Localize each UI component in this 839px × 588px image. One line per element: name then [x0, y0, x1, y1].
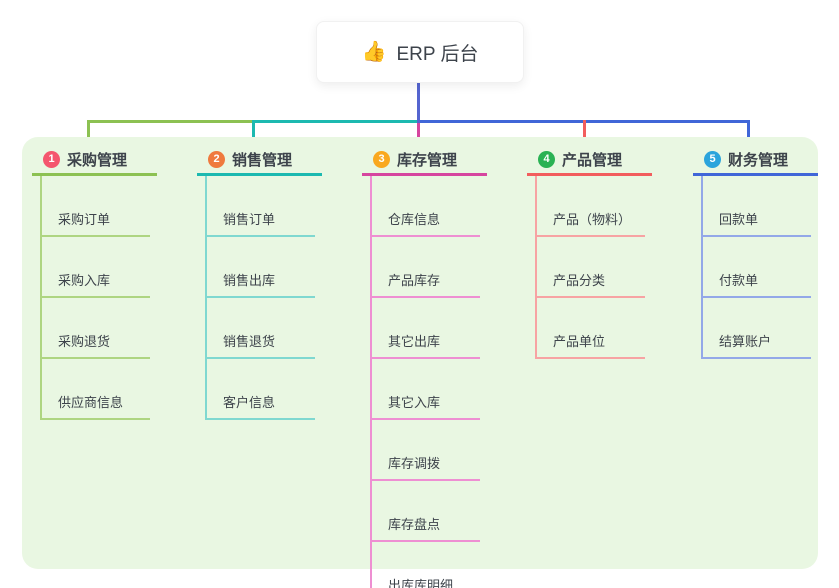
thumbs-up-icon: 👍 [361, 41, 387, 63]
node-stock-taking[interactable]: 库存盘点 [372, 481, 480, 542]
node-customer-info[interactable]: 客户信息 [207, 359, 315, 420]
branch-purchase-header[interactable]: 1 采购管理 [32, 146, 157, 176]
branch-purchase-number-badge: 1 [43, 151, 60, 168]
branch-inventory-header[interactable]: 3 库存管理 [362, 146, 487, 176]
connector-branch3-drop [417, 121, 420, 148]
connector-branch2-horizontal [252, 120, 420, 123]
branch-product-number-badge: 4 [538, 151, 555, 168]
node-product-material[interactable]: 产品（物料） [537, 176, 645, 237]
branch-finance-number-badge: 5 [704, 151, 721, 168]
node-other-inbound[interactable]: 其它入库 [372, 359, 480, 420]
branch-product-label: 产品管理 [562, 152, 623, 169]
branch-sales-label: 销售管理 [232, 152, 293, 169]
branch-finance-header[interactable]: 5 财务管理 [693, 146, 818, 176]
branch-purchase-label: 采购管理 [67, 152, 128, 169]
branch-inventory-label: 库存管理 [397, 152, 458, 169]
node-other-outbound[interactable]: 其它出库 [372, 298, 480, 359]
branch-finance-children: 回款单 付款单 结算账户 [701, 176, 823, 359]
branches-panel [22, 137, 818, 569]
node-purchase-inbound[interactable]: 采购入库 [42, 237, 150, 298]
node-product-stock[interactable]: 产品库存 [372, 237, 480, 298]
branch-sales-number-badge: 2 [208, 151, 225, 168]
node-supplier-info[interactable]: 供应商信息 [42, 359, 150, 420]
connector-branch5-drop [747, 120, 750, 147]
node-sales-order[interactable]: 销售订单 [207, 176, 315, 237]
connector-branch2-drop [252, 120, 255, 147]
node-purchase-return[interactable]: 采购退货 [42, 298, 150, 359]
connector-root-stem [417, 83, 420, 123]
branch-inventory: 3 库存管理 仓库信息 产品库存 其它出库 其它入库 库存调拨 库存盘点 出库库… [362, 146, 492, 588]
node-sales-return[interactable]: 销售退货 [207, 298, 315, 359]
branch-purchase: 1 采购管理 采购订单 采购入库 采购退货 供应商信息 [32, 146, 162, 420]
branch-sales-header[interactable]: 2 销售管理 [197, 146, 322, 176]
node-outbound-detail[interactable]: 出库库明细 [372, 542, 480, 588]
branch-sales-children: 销售订单 销售出库 销售退货 客户信息 [205, 176, 327, 420]
node-purchase-order[interactable]: 采购订单 [42, 176, 150, 237]
root-node[interactable]: 👍 ERP 后台 [316, 21, 524, 83]
branch-finance: 5 财务管理 回款单 付款单 结算账户 [693, 146, 823, 359]
node-warehouse-info[interactable]: 仓库信息 [372, 176, 480, 237]
branch-sales: 2 销售管理 销售订单 销售出库 销售退货 客户信息 [197, 146, 327, 420]
branch-product-header[interactable]: 4 产品管理 [527, 146, 652, 176]
branch-finance-label: 财务管理 [728, 152, 789, 169]
branch-product-children: 产品（物料） 产品分类 产品单位 [535, 176, 657, 359]
node-payment-bill[interactable]: 付款单 [703, 237, 811, 298]
node-receipt-bill[interactable]: 回款单 [703, 176, 811, 237]
node-product-category[interactable]: 产品分类 [537, 237, 645, 298]
branch-purchase-children: 采购订单 采购入库 采购退货 供应商信息 [40, 176, 162, 420]
node-product-unit[interactable]: 产品单位 [537, 298, 645, 359]
connector-branch1-drop [87, 120, 90, 147]
node-settlement-account[interactable]: 结算账户 [703, 298, 811, 359]
node-sales-outbound[interactable]: 销售出库 [207, 237, 315, 298]
root-node-label: ERP 后台 [396, 43, 479, 65]
node-stock-transfer[interactable]: 库存调拨 [372, 420, 480, 481]
connector-branch4-drop [583, 120, 586, 147]
branch-product: 4 产品管理 产品（物料） 产品分类 产品单位 [527, 146, 657, 359]
branch-inventory-number-badge: 3 [373, 151, 390, 168]
branch-inventory-children: 仓库信息 产品库存 其它出库 其它入库 库存调拨 库存盘点 出库库明细 [370, 176, 492, 588]
